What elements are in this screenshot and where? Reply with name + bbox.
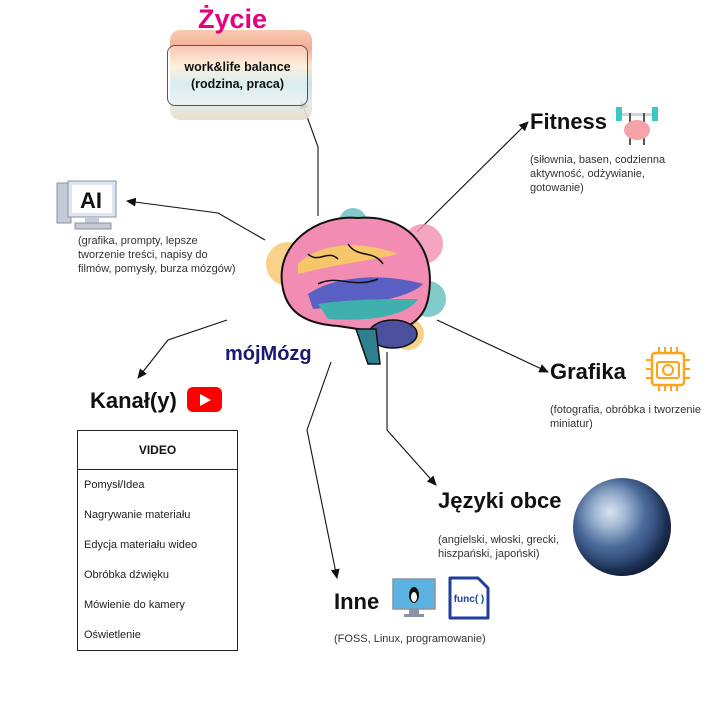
globe-icon xyxy=(573,478,671,576)
func-label: func( ) xyxy=(454,594,485,605)
grafika-desc-line: miniatur) xyxy=(550,418,593,430)
zycie-box-line1: work&life balance xyxy=(184,59,291,74)
fitness-description: (siłownia, basen, codzienna aktywność, o… xyxy=(530,153,665,195)
edge-to-ai xyxy=(125,197,266,241)
grafika-title: Grafika xyxy=(550,359,626,384)
center-label: mójMózg xyxy=(225,343,312,365)
edge-to-fitness xyxy=(416,121,529,233)
list-item[interactable]: Obróbka dźwięku xyxy=(84,569,169,581)
kanal-title: Kanał(y) xyxy=(90,388,177,413)
grafika-desc-line: (fotografia, obróbka i tworzenie xyxy=(550,404,702,416)
video-list-header: VIDEO xyxy=(78,431,237,470)
function-file-icon: func( ) xyxy=(448,576,490,620)
jezyki-description: (angielski, włoski, grecki, hiszpański, … xyxy=(438,533,559,561)
ai-desc-line: tworzenie treści, napisy do xyxy=(78,249,208,261)
zycie-box[interactable]: work&life balance (rodzina, praca) xyxy=(167,45,308,106)
edge-to-inne xyxy=(306,361,340,580)
zycie-title: Życie xyxy=(198,4,268,34)
brain-illustration xyxy=(266,208,446,365)
list-item[interactable]: Edycja materiału wideo xyxy=(84,539,198,551)
youtube-icon xyxy=(187,387,222,412)
computer-icon[interactable] xyxy=(55,179,119,231)
edge-to-jezyki xyxy=(386,352,437,486)
ai-title: AI xyxy=(80,188,102,213)
fitness-desc-line: gotowanie) xyxy=(530,182,584,194)
fitness-desc-line: aktywność, odżywianie, xyxy=(530,168,645,180)
list-item[interactable]: Mówienie do kamery xyxy=(84,599,185,611)
camera-chip-icon xyxy=(646,347,690,391)
fitness-title: Fitness xyxy=(530,109,608,134)
inne-description: (FOSS, Linux, programowanie) xyxy=(334,632,486,646)
brain-dumbbell-icon xyxy=(616,107,658,145)
ai-desc-line: filmów, pomysły, burza mózgów) xyxy=(78,263,236,275)
grafika-description: (fotografia, obróbka i tworzenie miniatu… xyxy=(550,403,701,431)
jezyki-desc-line: hiszpański, japoński) xyxy=(438,548,540,560)
list-item[interactable]: Oświetlenie xyxy=(84,629,141,641)
inne-desc-line: (FOSS, Linux, programowanie) xyxy=(334,633,486,645)
jezyki-desc-line: (angielski, włoski, grecki, xyxy=(438,534,560,546)
list-item[interactable]: Nagrywanie materiału xyxy=(84,509,191,521)
zycie-box-line2: (rodzina, praca) xyxy=(190,76,285,91)
jezyki-title: Języki obce xyxy=(438,488,562,513)
video-list: VIDEO Pomysł/Idea Nagrywanie materiału E… xyxy=(77,430,238,651)
edge-to-grafika xyxy=(436,319,549,373)
linux-monitor-icon xyxy=(392,578,436,617)
fitness-desc-line: (siłownia, basen, codzienna xyxy=(530,154,666,166)
inne-title: Inne xyxy=(334,589,380,614)
edge-to-kanal xyxy=(137,319,228,379)
ai-description: (grafika, prompty, lepsze tworzenie treś… xyxy=(78,234,236,276)
list-item[interactable]: Pomysł/Idea xyxy=(84,479,145,491)
ai-desc-line: (grafika, prompty, lepsze xyxy=(78,235,198,247)
